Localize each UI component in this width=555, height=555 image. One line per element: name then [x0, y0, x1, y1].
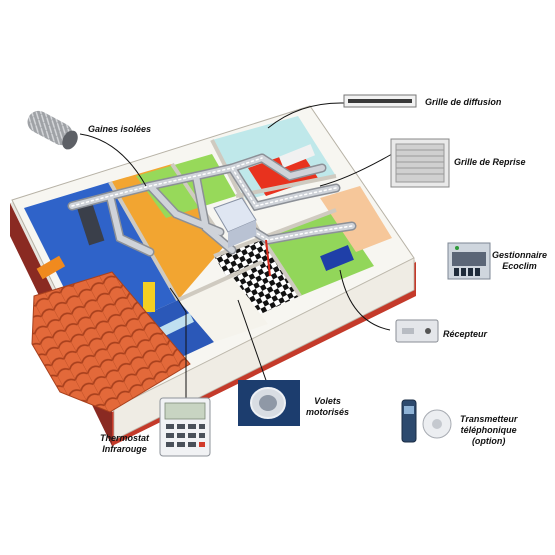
bedroom-3-floor	[320, 186, 392, 252]
label-grille-reprise: Grille de Reprise	[454, 157, 526, 167]
sofa	[36, 255, 66, 280]
hall-floor	[110, 164, 226, 300]
ecoclim-controller-photo	[447, 242, 491, 280]
label-transmetteur-line2: téléphonique	[460, 425, 517, 435]
callout-lines	[79, 102, 393, 398]
label-gestionnaire-ecoclim: Gestionnaire Ecoclim	[492, 250, 547, 272]
label-grille-diffusion: Grille de diffusion	[425, 97, 502, 107]
return-grille-photo	[390, 138, 450, 188]
telephone-transmitter-photo	[401, 399, 452, 443]
living-room-floor	[24, 182, 178, 340]
duct-network	[67, 153, 357, 257]
label-gestionnaire-line1: Gestionnaire	[492, 250, 548, 260]
door	[143, 282, 155, 312]
label-thermostat-infrarouge: Thermostat Infrarouge	[100, 433, 149, 455]
insulated-duct-photo	[27, 110, 78, 150]
label-transmetteur-line3: (option)	[471, 436, 506, 446]
label-volets-motorises: Volets motorisés	[306, 396, 349, 418]
receiver-photo	[395, 319, 439, 343]
label-volets-line1: Volets	[314, 396, 341, 406]
ir-thermostat-photo	[159, 397, 211, 457]
label-transmetteur-line1: Transmetteur	[460, 414, 518, 424]
label-thermostat-line1: Thermostat	[100, 433, 150, 443]
roof-tiles	[31, 271, 191, 413]
garage-floor	[178, 276, 268, 342]
label-volets-line2: motorisés	[306, 407, 350, 417]
label-gestionnaire-line2: Ecoclim	[502, 261, 537, 271]
label-gaines-isolees: Gaines isolées	[88, 124, 152, 134]
motorized-damper-photo	[238, 380, 300, 426]
label-recepteur: Récepteur	[443, 329, 488, 339]
bed	[320, 244, 354, 272]
bathroom-floor	[214, 238, 300, 318]
label-thermostat-line2: Infrarouge	[102, 444, 147, 454]
diffusion-grille-photo	[343, 94, 417, 108]
label-transmetteur: Transmetteur téléphonique (option)	[460, 414, 517, 447]
